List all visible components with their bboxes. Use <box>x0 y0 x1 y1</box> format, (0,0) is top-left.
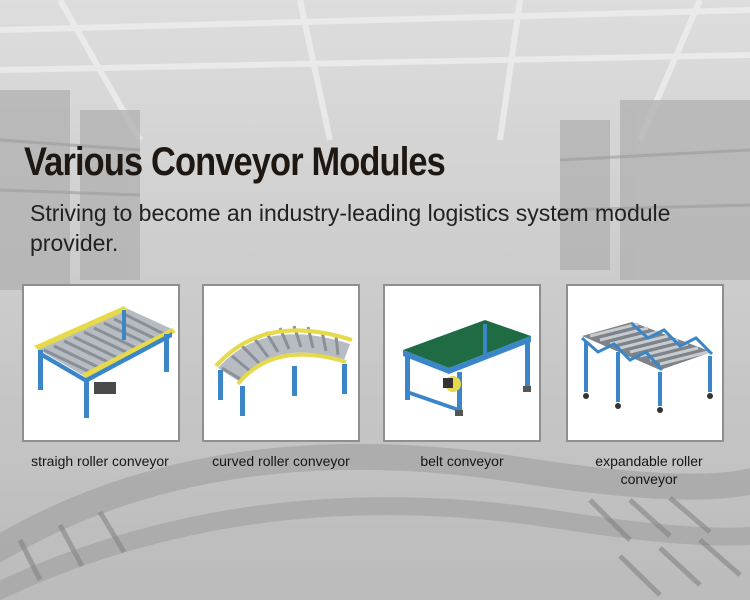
curved-roller-conveyor-icon <box>214 325 353 416</box>
product-label-straight-roller: straigh roller conveyor <box>31 453 169 469</box>
straight-roller-conveyor-icon <box>34 306 176 418</box>
product-label-belt: belt conveyor <box>420 453 504 469</box>
product-card-straight-roller[interactable] <box>22 284 180 442</box>
belt-conveyor-icon <box>403 320 531 416</box>
product-label-curved-roller: curved roller conveyor <box>212 453 350 469</box>
product-card-expandable-roller[interactable] <box>566 284 724 442</box>
page-title: Various Conveyor Modules <box>24 140 446 184</box>
product-label-expandable-roller: expandable roller conveyor <box>595 453 703 487</box>
product-card-belt[interactable] <box>383 284 541 442</box>
expandable-roller-conveyor-icon <box>581 322 714 413</box>
product-card-curved-roller[interactable] <box>202 284 360 442</box>
page-subtitle: Striving to become an industry-leading l… <box>30 200 671 256</box>
